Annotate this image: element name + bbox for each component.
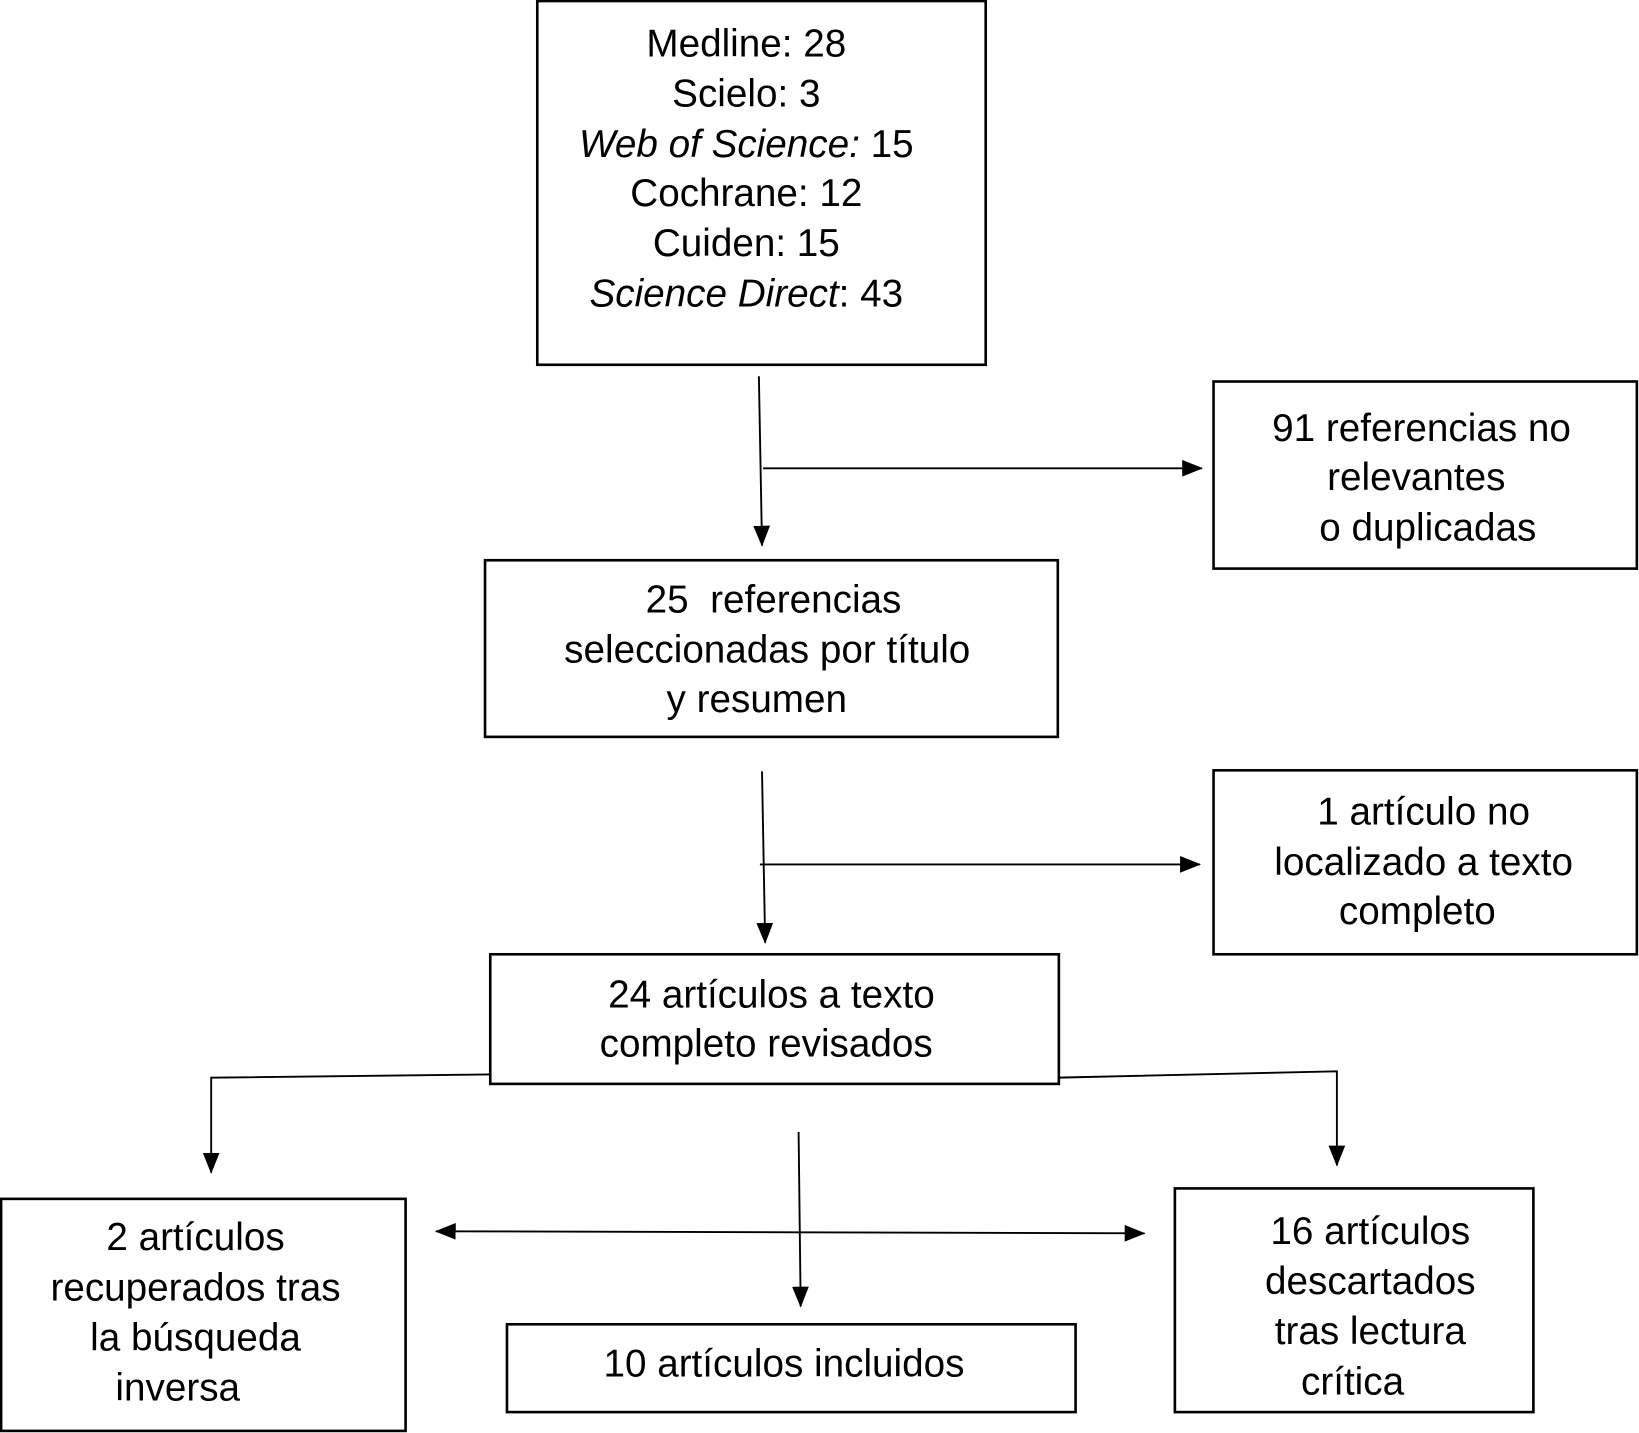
- source-cuiden: Cuiden: 15: [653, 222, 840, 265]
- sources-box: Medline: 28 Scielo: 3 Web of Science: 15…: [535, 0, 987, 367]
- arrow-to-selected: [753, 376, 771, 547]
- arrow-to-recovered-horizontal: [434, 1222, 795, 1240]
- discarded-box: 16 artículos descartados tras lectura cr…: [1173, 1187, 1535, 1414]
- excluded-1-line: 91 referencias no: [1272, 407, 1571, 450]
- discarded-line: descartados: [1265, 1260, 1476, 1303]
- arrow-to-discarded-horizontal: [794, 1224, 1146, 1242]
- source-medline: Medline: 28: [646, 22, 846, 65]
- included-box: 10 artículos incluidos: [505, 1322, 1077, 1414]
- fulltext-line: 24 artículos a texto: [608, 974, 935, 1017]
- selected-line: 25 referencias: [646, 579, 902, 622]
- discarded-line: crítica: [1301, 1360, 1405, 1403]
- recovered-line: recuperados tras: [50, 1266, 340, 1309]
- arrow-to-fulltext: [756, 771, 774, 944]
- selected-line: y resumen: [667, 678, 847, 721]
- discarded-line: tras lectura: [1275, 1310, 1467, 1353]
- source-cochrane: Cochrane: 12: [630, 172, 862, 215]
- source-scielo: Scielo: 3: [672, 73, 820, 116]
- source-wos: Web of Science: 15: [579, 123, 914, 166]
- excluded-box-2: 1 artículo no localizado a texto complet…: [1212, 769, 1639, 956]
- fulltext-line: completo revisados: [600, 1023, 933, 1066]
- arrow-to-included: [792, 1131, 809, 1308]
- arrow-to-recovered: [202, 1073, 491, 1174]
- excluded-box-1: 91 referencias no relevantes o duplicada…: [1212, 380, 1639, 570]
- excluded-2-line: 1 artículo no: [1317, 791, 1530, 834]
- excluded-2-line: completo: [1339, 890, 1496, 933]
- source-science-direct: Science Direct: 43: [589, 272, 903, 315]
- selected-box: 25 referencias seleccionadas por título …: [483, 558, 1060, 739]
- excluded-2-line: localizado a texto: [1274, 841, 1573, 884]
- recovered-box: 2 artículos recuperados tras la búsqueda…: [0, 1197, 407, 1433]
- recovered-line: la búsqueda: [90, 1316, 301, 1359]
- arrow-to-discarded: [1058, 1070, 1346, 1167]
- excluded-1-line: relevantes: [1327, 456, 1505, 499]
- included-label: 10 artículos incluidos: [603, 1343, 964, 1386]
- fulltext-box: 24 artículos a texto completo revisados: [488, 952, 1061, 1086]
- excluded-1-line: o duplicadas: [1319, 506, 1536, 549]
- selected-line: seleccionadas por título: [564, 629, 970, 672]
- recovered-line: 2 artículos: [106, 1216, 284, 1259]
- discarded-line: 16 artículos: [1270, 1210, 1470, 1253]
- recovered-line: inversa: [115, 1367, 240, 1410]
